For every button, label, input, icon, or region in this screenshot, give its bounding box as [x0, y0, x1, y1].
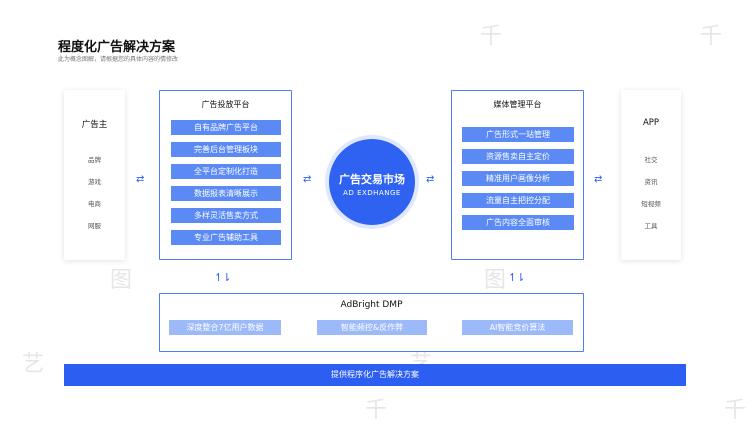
- page-subtitle: 此为概念图解，请根据您的具体内容的情修改: [58, 56, 179, 63]
- watermark-glyph: 千: [724, 398, 747, 423]
- ad-platform-title: 广告投放平台: [201, 100, 250, 109]
- ad-platform-item: 全平台定制化打造: [171, 164, 281, 179]
- watermark-glyph: 图: [110, 268, 133, 293]
- ad-platform-item: 完善后台管理板块: [171, 142, 281, 157]
- app-item: 工具: [644, 222, 658, 230]
- dmp-panel: AdBright DMP 深度整合7亿用户数据 智能频控&反作弊 AI智能竞价算…: [159, 293, 584, 352]
- advertiser-item: 游戏: [88, 178, 101, 186]
- watermark-glyph: 图: [484, 268, 507, 293]
- dmp-item: 深度整合7亿用户数据: [169, 320, 281, 335]
- exchange-arrow: ⇄: [426, 174, 435, 185]
- dmp-title: AdBright DMP: [340, 300, 403, 310]
- app-item: 资讯: [644, 178, 658, 186]
- ad-platform-panel: 广告投放平台 自有品牌广告平台 完善后台管理板块 全平台定制化打造 数据报表清晰…: [159, 90, 292, 260]
- app-title: APP: [642, 118, 660, 128]
- media-platform-item: 精准用户画像分析: [462, 171, 574, 186]
- advertiser-card: 广告主 品牌 游戏 电商 网服: [64, 90, 125, 260]
- media-platform-title: 媒体管理平台: [493, 100, 542, 109]
- ad-platform-item: 数据报表清晰展示: [171, 186, 281, 201]
- dmp-item: AI智能竞价算法: [462, 320, 573, 335]
- app-item: 短视频: [641, 200, 661, 208]
- page-title: 程度化广告解决方案: [58, 40, 176, 55]
- exchange-arrow: ⇄: [136, 174, 145, 185]
- advertiser-item: 网服: [88, 222, 101, 230]
- media-platform-item: 广告内容全面审核: [462, 215, 574, 230]
- media-platform-item: 资源售卖自主定价: [462, 149, 574, 164]
- media-platform-panel: 媒体管理平台 广告形式一站管理 资源售卖自主定价 精准用户画像分析 流量自主把控…: [451, 90, 584, 260]
- hub-title: 广告交易市场: [339, 173, 405, 186]
- app-card: APP 社交 资讯 短视频 工具: [621, 90, 681, 260]
- watermark-glyph: 千: [700, 24, 723, 49]
- ad-platform-item: 自有品牌广告平台: [171, 120, 281, 135]
- advertiser-item: 品牌: [88, 156, 101, 164]
- app-item: 社交: [644, 156, 658, 164]
- ad-exchange-hub: 广告交易市场 AD EXDHANGE: [329, 139, 415, 225]
- dmp-item: 智能频控&反作弊: [317, 320, 427, 335]
- solution-banner: 提供程序化广告解决方案: [64, 364, 686, 386]
- watermark-glyph: 艺: [22, 352, 45, 377]
- ad-platform-item: 专业广告辅助工具: [171, 230, 281, 245]
- vertical-arrow: ↿⇂: [214, 271, 231, 284]
- vertical-arrow: ↿⇂: [508, 271, 525, 284]
- watermark-glyph: 千: [365, 398, 388, 423]
- exchange-arrow: ⇄: [594, 174, 603, 185]
- watermark-glyph: 千: [480, 24, 503, 49]
- media-platform-item: 广告形式一站管理: [462, 127, 574, 142]
- advertiser-item: 电商: [88, 200, 101, 208]
- advertiser-title: 广告主: [81, 120, 108, 130]
- ad-platform-item: 多样灵活售卖方式: [171, 208, 281, 223]
- exchange-arrow: ⇄: [303, 174, 312, 185]
- hub-subtitle: AD EXDHANGE: [343, 189, 401, 197]
- media-platform-item: 流量自主把控分配: [462, 193, 574, 208]
